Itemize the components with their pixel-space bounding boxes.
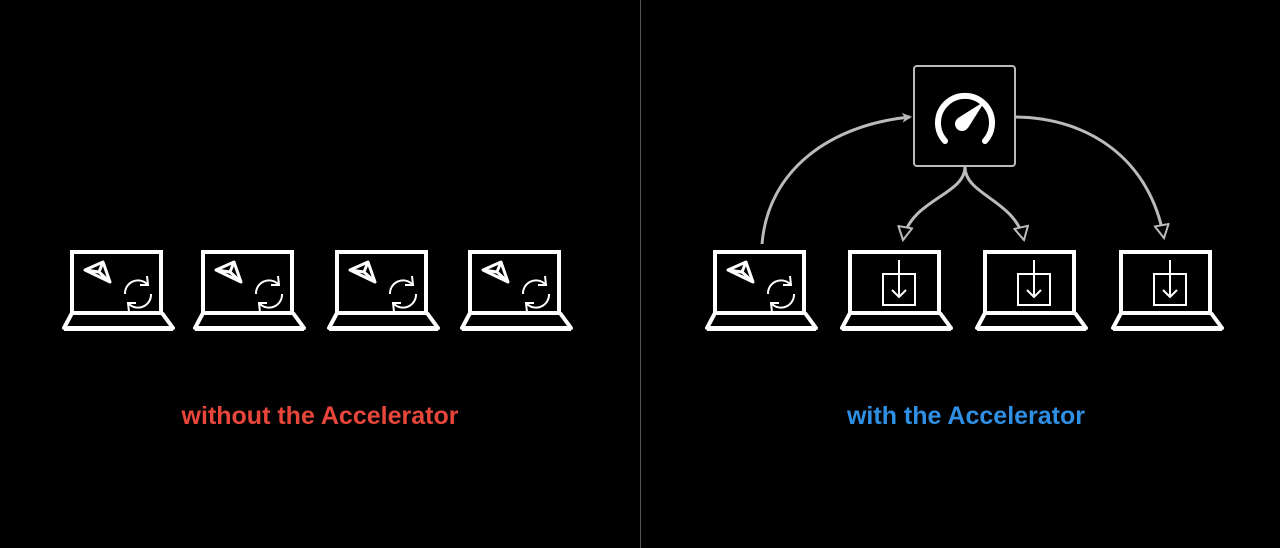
download-icon (882, 260, 916, 306)
laptop-downloading (975, 250, 1088, 331)
laptop-base (62, 311, 175, 330)
refresh-icon (123, 275, 153, 313)
laptop-base (975, 311, 1088, 330)
laptop-rebuilding (327, 250, 440, 331)
unity-logo-icon (214, 260, 243, 284)
unity-logo-icon (348, 260, 377, 284)
upload-arrow (760, 112, 912, 245)
right-laptop-group (705, 250, 1224, 331)
laptop-screen (70, 250, 163, 315)
caption-with-accelerator: with the Accelerator (846, 402, 1086, 430)
laptop-base (193, 311, 306, 330)
laptop-base (460, 311, 573, 330)
laptop-screen (335, 250, 428, 315)
refresh-icon (766, 275, 796, 313)
caption-without-accelerator: without the Accelerator (181, 402, 459, 430)
laptop-screen (201, 250, 294, 315)
laptop-screen (1119, 250, 1212, 315)
download-icon (1153, 260, 1187, 306)
unity-logo-icon (83, 260, 112, 284)
laptop-base (327, 311, 440, 330)
laptop-screen (713, 250, 806, 315)
refresh-icon (521, 275, 551, 313)
laptop-base (840, 311, 953, 330)
download-arrow-right (963, 166, 1024, 240)
laptop-base (705, 311, 818, 330)
unity-logo-icon (481, 260, 510, 284)
laptop-screen (468, 250, 561, 315)
panel-divider (640, 0, 641, 548)
laptop-rebuilding (62, 250, 175, 331)
refresh-icon (254, 275, 284, 313)
download-icon (1017, 260, 1051, 306)
laptop-rebuilding (460, 250, 573, 331)
laptop-screen (983, 250, 1076, 315)
left-laptop-group (62, 250, 573, 331)
download-arrow-left (903, 166, 967, 240)
laptop-rebuilding (193, 250, 306, 331)
refresh-icon (388, 275, 418, 313)
laptop-base (1111, 311, 1224, 330)
download-arrow-far (1015, 115, 1164, 238)
unity-logo-icon (726, 260, 755, 284)
laptop-rebuilding (705, 250, 818, 331)
laptop-screen (848, 250, 941, 315)
laptop-downloading (840, 250, 953, 331)
laptop-downloading (1111, 250, 1224, 331)
speedometer-icon (935, 92, 995, 144)
accelerator-server (913, 65, 1016, 167)
